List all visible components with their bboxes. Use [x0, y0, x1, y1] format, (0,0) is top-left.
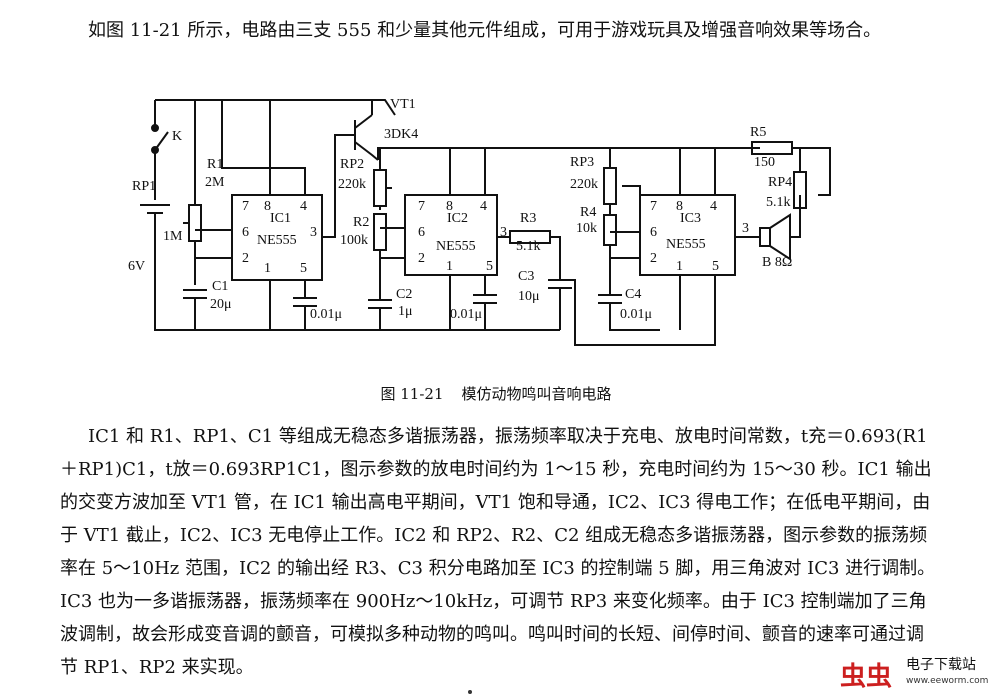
- label-vt1: VT1: [390, 97, 416, 112]
- label-c1: C1: [212, 279, 228, 294]
- label-speaker: B 8Ω: [762, 255, 792, 270]
- label-c-ic1-5: 0.01μ: [310, 307, 342, 322]
- body-paragraph: IC1 和 R1、RP1、C1 等组成无稳态多谐振荡器，振荡频率取决于充电、放电…: [60, 426, 936, 678]
- label-c4-value: 0.01μ: [620, 307, 652, 322]
- label-r5-value: 150: [754, 155, 775, 170]
- label-r4-value: 10k: [576, 221, 597, 236]
- ic3-pin1: 1: [676, 259, 683, 274]
- ic2-pin1: 1: [446, 259, 453, 274]
- ic1-pin8: 8: [264, 199, 271, 214]
- ic2-pin8: 8: [446, 199, 453, 214]
- label-ic1-model: NE555: [257, 233, 297, 248]
- label-ic2: IC2: [447, 211, 468, 226]
- ic3-pin3: 3: [742, 221, 749, 236]
- label-r2-value: 100k: [340, 233, 368, 248]
- ic3-pin2: 2: [650, 251, 657, 266]
- label-r3-value: 5.1k: [516, 239, 541, 254]
- label-r1: R1: [207, 157, 223, 172]
- label-rp4: RP4: [768, 175, 792, 190]
- ic2-pin7: 7: [418, 199, 425, 214]
- label-r2: R2: [353, 215, 369, 230]
- label-c3: C3: [518, 269, 534, 284]
- ic1-pin6: 6: [242, 225, 249, 240]
- ic3-pin6: 6: [650, 225, 657, 240]
- label-rp1-value: 1M: [163, 229, 183, 244]
- ic1-pin3: 3: [310, 225, 317, 240]
- ic2-pin4: 4: [480, 199, 487, 214]
- ic3-pin4: 4: [710, 199, 717, 214]
- ic3-pin8: 8: [676, 199, 683, 214]
- ic2-pin3: 3: [500, 225, 507, 240]
- logo-url: www.eeworm.com: [906, 676, 989, 686]
- label-rp3-value: 220k: [570, 177, 598, 192]
- ic1-pin2: 2: [242, 251, 249, 266]
- ic3-pin7: 7: [650, 199, 657, 214]
- label-c1-value: 20μ: [210, 297, 232, 312]
- label-supply: 6V: [128, 259, 145, 274]
- label-vt1-model: 3DK4: [384, 127, 418, 142]
- label-ic1: IC1: [270, 211, 291, 226]
- logo-title: 电子下载站: [906, 657, 976, 673]
- site-logo[interactable]: 虫虫 电子下载站 www.eeworm.com: [840, 648, 989, 694]
- label-r1-value: 2M: [205, 175, 225, 190]
- label-ic3: IC3: [680, 211, 701, 226]
- circuit-diagram: K R1 2M RP1 1M 6V C1 20μ 0.01μ IC1 NE555…: [128, 97, 831, 346]
- label-rp3: RP3: [570, 155, 594, 170]
- figure-caption: 图 11-21 模仿动物鸣叫音响电路: [0, 383, 992, 404]
- label-rp2: RP2: [340, 157, 364, 172]
- ic3-pin5: 5: [712, 259, 719, 274]
- label-ic2-model: NE555: [436, 239, 476, 254]
- label-r3: R3: [520, 211, 536, 226]
- label-c4: C4: [625, 287, 641, 302]
- page-mark: [468, 690, 472, 694]
- figure-number: 图 11-21: [380, 385, 444, 403]
- label-c2-value: 1μ: [398, 304, 413, 319]
- label-switch: K: [172, 129, 182, 144]
- intro-paragraph: 如图 11-21 所示，电路由三支 555 和少量其他元件组成，可用于游戏玩具及…: [88, 20, 882, 41]
- figure-title: 模仿动物鸣叫音响电路: [461, 385, 612, 403]
- label-ic3-model: NE555: [666, 237, 706, 252]
- label-rp4-value: 5.1k: [766, 195, 791, 210]
- ic1-pin5: 5: [300, 261, 307, 276]
- ic2-pin5: 5: [486, 259, 493, 274]
- ic1-pin1: 1: [264, 261, 271, 276]
- ic3-box: [639, 194, 736, 276]
- ic2-pin2: 2: [418, 251, 425, 266]
- logo-mark: 虫虫: [840, 662, 893, 692]
- label-c3-value: 10μ: [518, 289, 540, 304]
- label-rp1: RP1: [132, 179, 156, 194]
- label-r4: R4: [580, 205, 596, 220]
- ic1-pin4: 4: [300, 199, 307, 214]
- ic1-pin7: 7: [242, 199, 249, 214]
- label-r5: R5: [750, 125, 766, 140]
- label-c2: C2: [396, 287, 412, 302]
- label-c-ic2-5: 0.01μ: [450, 307, 482, 322]
- label-rp2-value: 220k: [338, 177, 366, 192]
- ic2-pin6: 6: [418, 225, 425, 240]
